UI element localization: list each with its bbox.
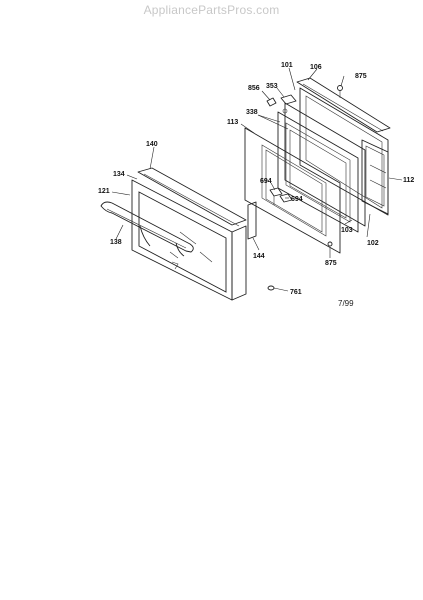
hinge-bracket: [280, 94, 297, 114]
callout-101: 101: [281, 62, 293, 69]
outer-door-panel: [131, 167, 247, 301]
inner-panel-assembly: [277, 102, 366, 233]
date-code: 7/99: [338, 299, 354, 308]
callout-694-left: 694: [260, 178, 272, 185]
door-handle: [100, 201, 194, 257]
callout-875-top: 875: [355, 73, 367, 80]
door-liner-panel: [244, 127, 341, 254]
watermark-text: AppliancePartsPros.com: [143, 3, 280, 17]
callout-338: 338: [246, 109, 258, 116]
callout-112: 112: [403, 177, 414, 184]
callout-labels: 101 106 875 856 353 338 113 140 134 121 …: [98, 62, 414, 296]
callout-694-right: 694: [291, 196, 303, 203]
callout-761: 761: [290, 289, 302, 296]
callout-140: 140: [146, 141, 158, 148]
callout-121: 121: [98, 188, 110, 195]
side-trim: [247, 201, 257, 240]
screw-875-bottom: [327, 241, 333, 247]
callout-134: 134: [113, 171, 125, 178]
latch-brackets: [269, 187, 293, 205]
leader-lines: [111, 67, 403, 292]
callout-875-bottom: 875: [325, 260, 337, 267]
clip-856: [266, 97, 277, 107]
callout-144: 144: [253, 253, 265, 260]
screw-761: [267, 285, 275, 291]
callout-103: 103: [341, 227, 353, 234]
top-vent-trim: [296, 77, 391, 133]
callout-106: 106: [310, 64, 322, 71]
screw-875-top: [337, 85, 343, 98]
rear-door-frame: [299, 87, 389, 216]
callout-136: 138: [110, 239, 122, 246]
callout-113: 113: [227, 119, 238, 126]
callout-856: 856: [248, 85, 260, 92]
callout-102: 102: [367, 240, 379, 247]
callout-353: 353: [266, 83, 278, 90]
